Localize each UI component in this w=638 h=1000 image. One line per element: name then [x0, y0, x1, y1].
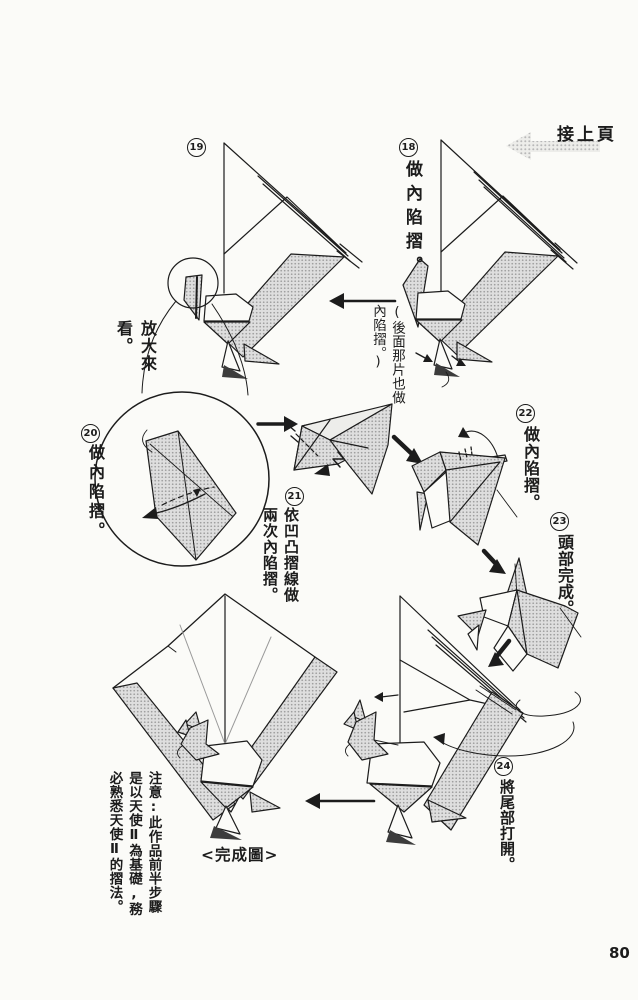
origami-step18-figure — [402, 139, 578, 388]
arrow-step24-to-completed-icon — [305, 793, 376, 809]
origami-step21-figure — [287, 403, 393, 495]
step20-number: 20 — [81, 424, 100, 443]
step23-number: 23 — [550, 512, 569, 531]
origami-step24-figure — [343, 595, 581, 845]
origami-step19-figure — [141, 142, 363, 396]
step22-number: 22 — [516, 404, 535, 423]
step21-number: 21 — [285, 487, 304, 506]
arrow-step18-to-step19-icon — [329, 293, 397, 309]
arrow-step20-to-step21-icon — [256, 416, 298, 432]
step21-label: 依凹凸摺線做兩次內陷摺。 — [261, 507, 300, 603]
origami-step23-figure — [457, 557, 582, 672]
step20-label: 做內陷摺。 — [86, 444, 105, 542]
continue-from-previous-page-label: 接上頁 — [557, 125, 617, 145]
notice-text: 注意:此作品前半步驟是以天使Ⅱ為基礎,務必熟悉天使Ⅱ的摺法。 — [106, 771, 162, 916]
magnify-label: 放大來看。 — [114, 320, 157, 373]
step24-label: 將尾部打開。 — [498, 779, 516, 872]
continue-arrow-icon — [506, 132, 600, 160]
arrow-step21-to-step22-icon — [391, 434, 423, 464]
step19-number: 19 — [187, 138, 206, 157]
step18-label: 做內陷摺。 — [402, 160, 422, 280]
step24-number: 24 — [494, 757, 513, 776]
step22-label: 做內陷摺。 — [521, 426, 540, 511]
step18-note: (後面那片也做內陷摺。) — [370, 304, 405, 405]
completed-figure-label: <完成圖> — [201, 846, 279, 864]
origami-step22-figure — [411, 427, 518, 546]
arrow-step23-to-step24-icon — [488, 638, 512, 667]
arrow-step22-to-step23-icon — [481, 548, 506, 574]
step18-number: 18 — [399, 138, 418, 157]
page-number: 80 — [609, 944, 630, 962]
origami-completed-figure — [112, 593, 338, 840]
magnified-head-view — [94, 391, 270, 567]
step23-label: 頭部完成。 — [555, 534, 574, 617]
head-detail-circle — [167, 257, 219, 309]
